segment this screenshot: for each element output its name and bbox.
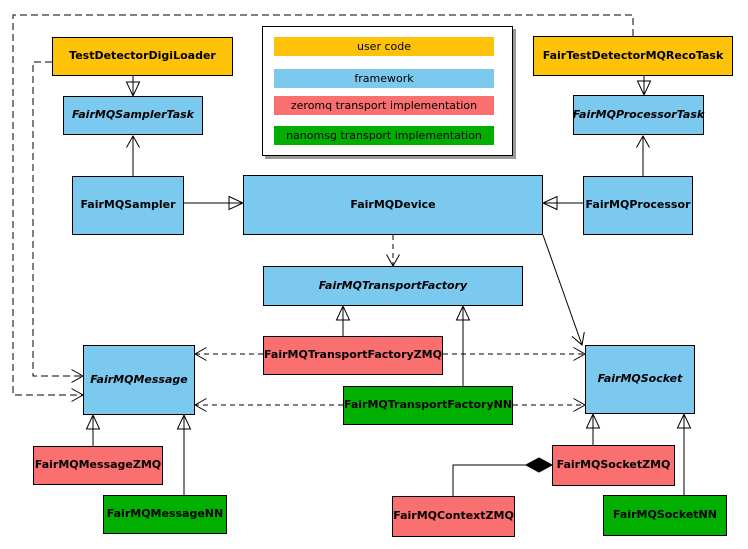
legend-item-zeromq: zeromq transport implementation xyxy=(274,96,494,115)
node-fairmqtransportfactoryzmq: FairMQTransportFactoryZMQ xyxy=(263,336,443,375)
node-fairmqcontextzmq: FairMQContextZMQ xyxy=(392,496,515,537)
node-fairmqsampler: FairMQSampler xyxy=(72,176,184,235)
edge-digiloader-message xyxy=(32,61,85,383)
node-label: FairMQTransportFactory xyxy=(318,278,468,292)
node-fairmqprocessor: FairMQProcessor xyxy=(583,176,693,235)
legend-item-framework: framework xyxy=(274,69,494,88)
node-fairmqsocketnn: FairMQSocketNN xyxy=(603,495,727,536)
node-fairtestdetectormqrecotask: FairTestDetectorMQRecoTask xyxy=(533,36,733,76)
legend: user code framework zeromq transport imp… xyxy=(262,26,513,156)
node-testdetectordigiloader: TestDetectorDigiLoader xyxy=(52,37,233,76)
composition-line xyxy=(452,464,526,496)
node-fairmqsamplertask: FairMQSamplerTask xyxy=(63,96,203,135)
node-fairmqsocketzmq: FairMQSocketZMQ xyxy=(552,445,675,486)
node-label: FairMQSocketNN xyxy=(613,508,717,522)
inheritance-edges xyxy=(85,76,692,495)
node-fairmqdevice: FairMQDevice xyxy=(243,175,543,235)
edge-device-socket xyxy=(542,234,585,346)
node-label: FairMQSampler xyxy=(80,198,176,212)
node-label: FairMQDevice xyxy=(350,197,436,211)
composition-edge-socketzmq-contextzmq xyxy=(452,457,554,496)
legend-item-nanomsg: nanomsg transport implementation xyxy=(274,126,494,145)
edge-recotask-message xyxy=(12,14,634,402)
node-label: FairMQMessage xyxy=(90,372,188,386)
node-label: FairMQSocket xyxy=(597,372,683,386)
legend-label: zeromq transport implementation xyxy=(290,99,478,112)
node-label: FairMQMessageZMQ xyxy=(34,458,162,472)
dependency-edges xyxy=(12,14,634,412)
legend-item-user-code: user code xyxy=(274,37,494,56)
node-fairmqmessagezmq: FairMQMessageZMQ xyxy=(33,446,163,485)
node-fairmqsocket: FairMQSocket xyxy=(585,345,695,414)
node-fairmqtransportfactory: FairMQTransportFactory xyxy=(263,266,523,306)
association-edges xyxy=(126,134,650,346)
node-label: TestDetectorDigiLoader xyxy=(69,49,216,63)
node-label: FairMQSamplerTask xyxy=(72,108,194,122)
node-label: FairMQProcessorTask xyxy=(572,107,705,121)
node-fairmqmessage: FairMQMessage xyxy=(83,345,195,415)
node-label: FairTestDetectorMQRecoTask xyxy=(542,48,724,62)
node-fairmqprocessortask: FairMQProcessorTask xyxy=(573,95,704,135)
node-label: FairMQSocketZMQ xyxy=(556,458,671,472)
node-label: FairMQContextZMQ xyxy=(393,509,514,523)
node-label: FairMQTransportFactoryNN xyxy=(343,398,513,412)
node-label: FairMQTransportFactoryZMQ xyxy=(264,348,442,362)
node-label: FairMQMessageNN xyxy=(106,507,224,521)
node-fairmqtransportfactorynn: FairMQTransportFactoryNN xyxy=(343,386,513,425)
composition-diamond-icon xyxy=(524,457,554,473)
node-fairmqmessagenn: FairMQMessageNN xyxy=(103,495,227,534)
node-label: FairMQProcessor xyxy=(585,198,691,212)
legend-label: user code xyxy=(356,40,412,53)
legend-label: framework xyxy=(354,72,414,85)
legend-label: nanomsg transport implementation xyxy=(286,129,482,142)
